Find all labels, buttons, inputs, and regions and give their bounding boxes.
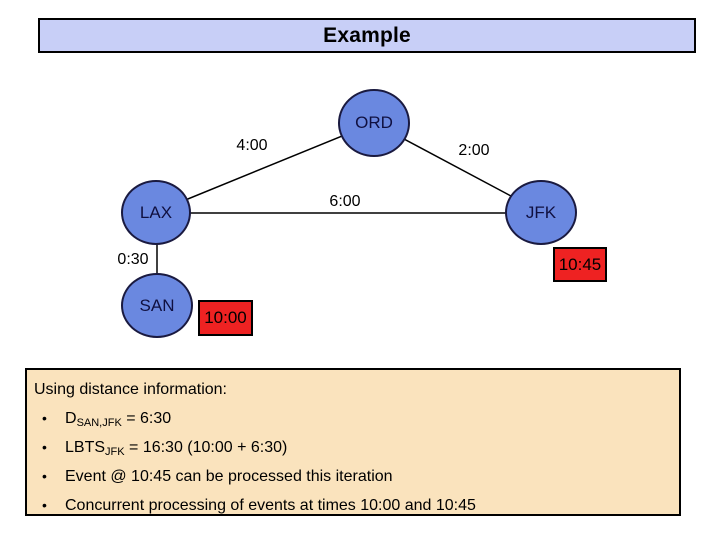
notes-box: Using distance information: • DSAN,JFK =…: [25, 368, 681, 516]
notes-bullet-1-text: DSAN,JFK = 6:30: [65, 405, 171, 433]
bullet-icon: •: [42, 497, 47, 513]
notes-bullet-3-text: Event @ 10:45 can be processed this iter…: [65, 463, 393, 491]
node-ord: ORD: [338, 89, 410, 157]
slide-title: Example: [323, 23, 411, 47]
notes-bullet-2-text: LBTSJFK = 16:30 (10:00 + 6:30): [65, 434, 287, 462]
bullet-2-post: = 16:30 (10:00 + 6:30): [124, 439, 288, 456]
edge-lax-ord: [155, 122, 375, 213]
bullet-1-pre: D: [65, 410, 77, 427]
edge-label-lax-san: 0:30: [117, 251, 149, 268]
notes-bullet-1: • DSAN,JFK = 6:30: [34, 404, 669, 433]
bullet-1-post: = 6:30: [121, 410, 172, 427]
bullet-1-sub: SAN,JFK: [76, 417, 122, 429]
timestamp-jfk-value: 10:45: [558, 254, 602, 274]
node-lax: LAX: [121, 180, 191, 245]
timestamp-san-value: 10:00: [204, 308, 247, 327]
notes-bullet-2: • LBTSJFK = 16:30 (10:00 + 6:30): [34, 433, 669, 462]
bullet-2-sub: JFK: [105, 446, 125, 458]
node-lax-label: LAX: [139, 202, 173, 222]
slide-title-box: Example: [38, 18, 696, 53]
node-jfk: JFK: [505, 180, 577, 245]
node-san-label: SAN: [139, 295, 175, 315]
bullet-2-pre: LBTS: [65, 439, 106, 456]
edge-label-lax-ord: 4:00: [236, 137, 268, 154]
node-ord-label: ORD: [355, 113, 393, 132]
node-san: SAN: [121, 273, 193, 338]
notes-bullet-4-text: Concurrent processing of events at times…: [65, 492, 476, 520]
timestamp-jfk: 10:45: [553, 247, 607, 282]
edge-label-ord-jfk: 2:00: [458, 142, 490, 159]
notes-heading: Using distance information:: [34, 381, 227, 398]
notes-bullet-3: • Event @ 10:45 can be processed this it…: [34, 462, 669, 491]
bullet-icon: •: [42, 439, 47, 455]
bullet-3-pre: Event @ 10:45 can be processed this iter…: [65, 468, 393, 485]
timestamp-san: 10:00: [198, 300, 253, 336]
bullet-4-pre: Concurrent processing of events at times…: [65, 497, 476, 514]
edge-label-lax-jfk: 6:00: [329, 193, 361, 210]
bullet-icon: •: [42, 468, 47, 484]
notes-bullet-4: • Concurrent processing of events at tim…: [34, 491, 669, 520]
bullet-icon: •: [42, 410, 47, 426]
node-jfk-label: JFK: [525, 202, 557, 222]
